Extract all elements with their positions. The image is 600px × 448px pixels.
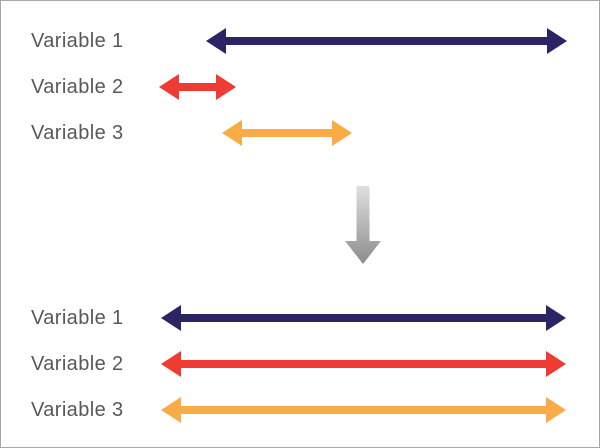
top-variable-1-range-arrow-icon xyxy=(206,28,567,54)
double-arrow-shape xyxy=(161,351,566,377)
top-variable-2-label: Variable 2 xyxy=(31,76,124,98)
bottom-variable-1-range-arrow-icon xyxy=(161,305,566,331)
down-arrow-shape xyxy=(345,186,381,264)
top-variable-3-label: Variable 3 xyxy=(31,122,124,144)
transform-down-arrow-icon xyxy=(345,186,381,264)
bottom-variable-3-range-arrow-icon xyxy=(161,397,566,423)
top-variable-2-range-arrow-icon xyxy=(159,74,236,100)
bottom-variable-2-label: Variable 2 xyxy=(31,353,124,375)
double-arrow-shape xyxy=(222,120,352,146)
top-variable-3-range-arrow-icon xyxy=(222,120,352,146)
bottom-variable-3-label: Variable 3 xyxy=(31,399,124,421)
bottom-variable-1-label: Variable 1 xyxy=(31,307,124,329)
double-arrow-shape xyxy=(161,305,566,331)
double-arrow-shape xyxy=(161,397,566,423)
top-variable-1-label: Variable 1 xyxy=(31,30,124,52)
double-arrow-shape xyxy=(159,74,236,100)
bottom-variable-2-range-arrow-icon xyxy=(161,351,566,377)
double-arrow-shape xyxy=(206,28,567,54)
